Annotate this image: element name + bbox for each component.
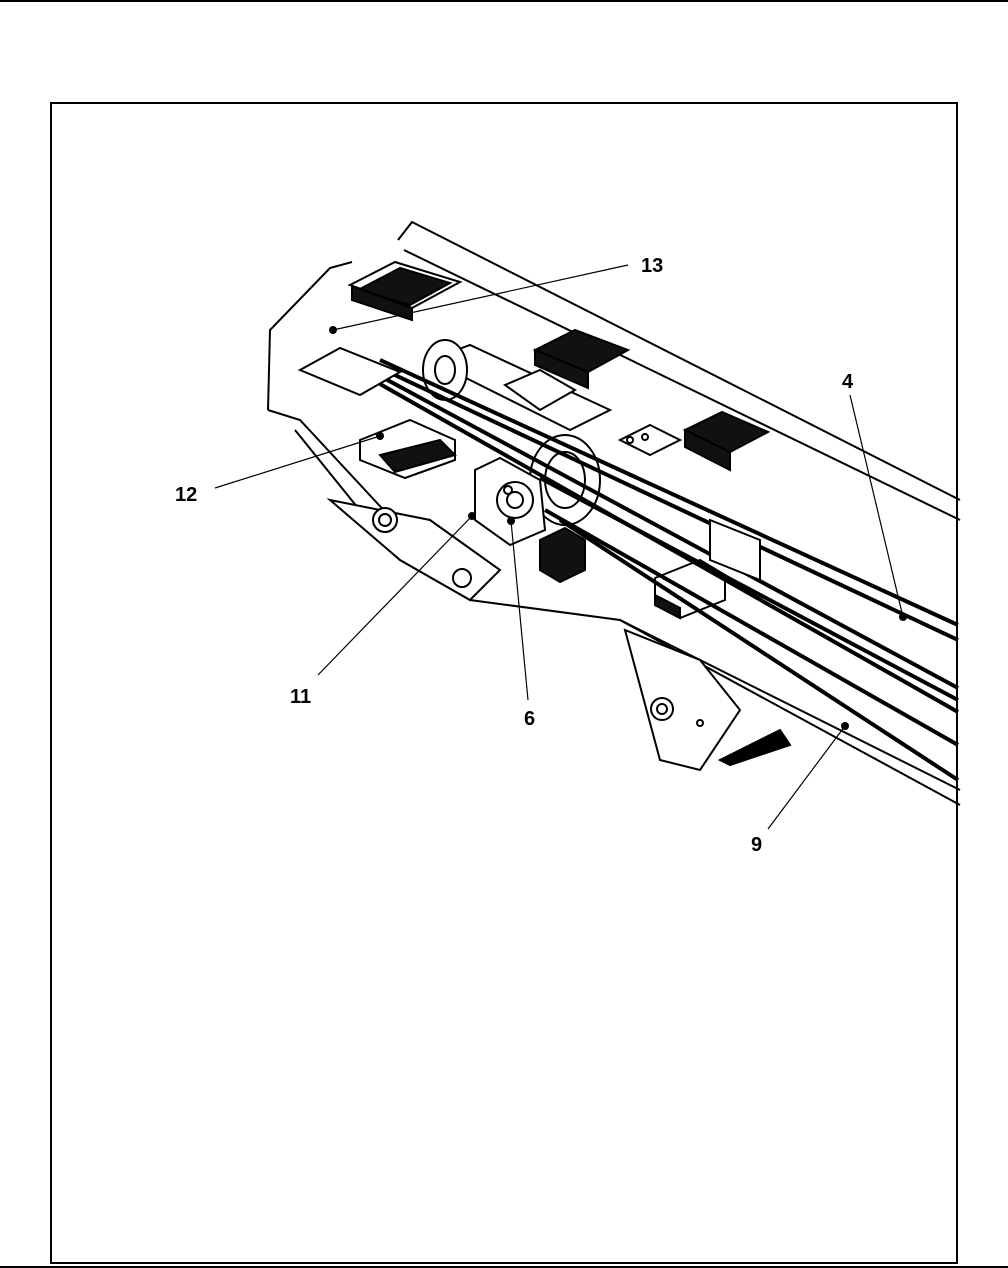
callout-dot-11 (468, 512, 476, 520)
callout-6: 6 (524, 708, 535, 730)
callout-dot-12 (376, 432, 384, 440)
callout-9: 9 (751, 834, 762, 856)
callout-12: 12 (175, 484, 197, 506)
callout-13: 13 (641, 255, 663, 277)
callout-4: 4 (842, 371, 854, 393)
callout-11: 11 (290, 686, 311, 708)
callout-dot-6 (507, 517, 515, 525)
callout-dot-13 (329, 326, 337, 334)
callout-dot-9 (841, 722, 849, 730)
callout-dot-4 (899, 613, 907, 621)
